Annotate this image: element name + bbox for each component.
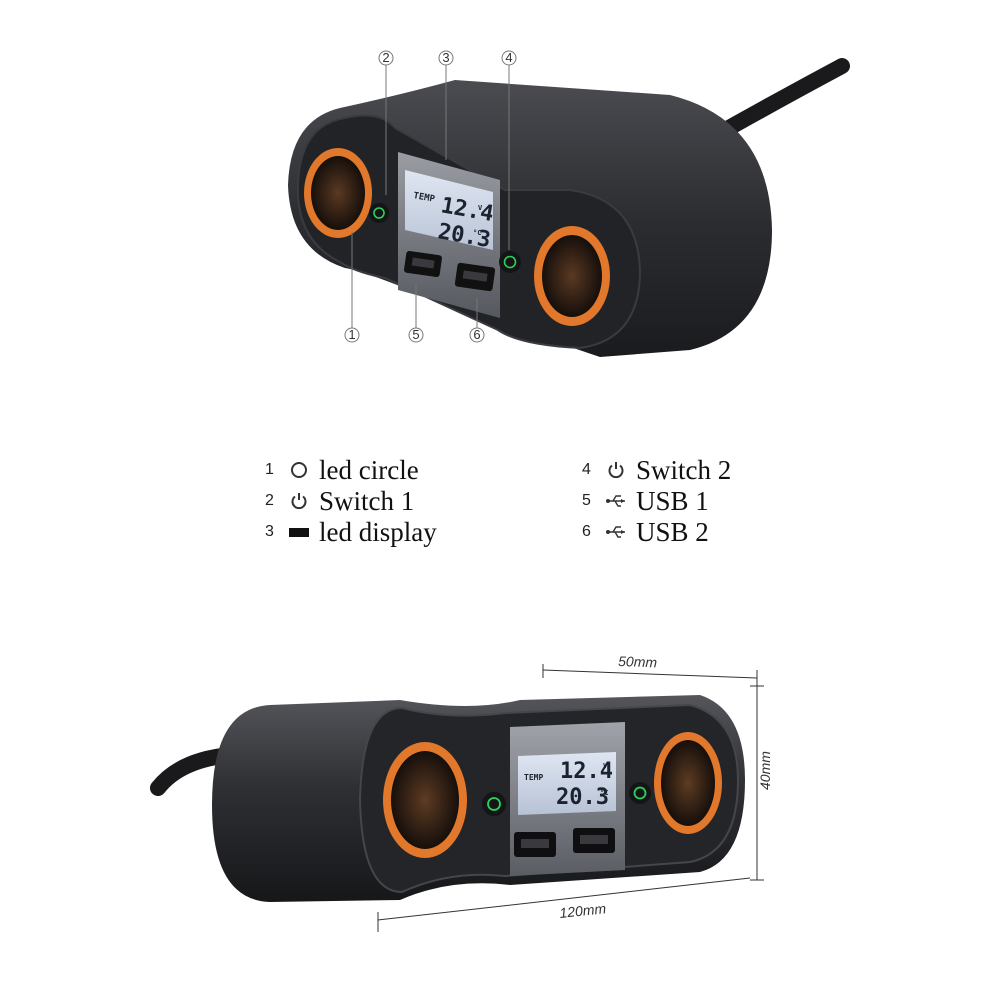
lcd-voltage: 12.4 — [560, 759, 613, 784]
top-product-photo: TEMP 12.4 V 20.3 °C — [288, 50, 850, 357]
lcd-temperature-unit: °C — [473, 229, 481, 237]
switch-2 — [499, 251, 521, 273]
legend-label: USB 2 — [636, 516, 709, 547]
legend-item-usb-1: 5 USB 1 — [582, 486, 709, 516]
lcd-temperature-unit: °C — [600, 789, 608, 797]
legend-num: 6 — [582, 523, 591, 540]
dimension-length: 120mm — [559, 900, 607, 921]
usb-port-2 — [573, 828, 615, 853]
dimension-depth: 50mm — [618, 653, 658, 670]
legend-label: led display — [319, 516, 437, 547]
legend-item-usb-2: 6 USB 2 — [582, 517, 709, 547]
legend-item-switch-1: 2 Switch 1 — [265, 486, 414, 516]
callout-6: 6 — [473, 327, 480, 342]
legend-label: led circle — [319, 454, 419, 485]
lcd-voltage-unit: V — [603, 762, 608, 770]
rectangle-icon — [287, 520, 311, 544]
switch-2 — [629, 782, 651, 804]
led-display: TEMP 12.4 V 20.3 °C — [398, 152, 500, 318]
right-socket — [654, 732, 722, 834]
dimension-lines — [377, 664, 764, 932]
legend-num: 2 — [265, 492, 274, 509]
usb-port-1 — [514, 832, 556, 857]
legend-item-led-display: 3 led display — [265, 517, 437, 547]
lcd-voltage-unit: V — [478, 204, 483, 212]
power-icon — [604, 458, 628, 482]
lcd-battery-label: TEMP — [412, 191, 436, 205]
feature-legend: 1 led circle 2 Switch 1 3 led display 4 … — [0, 452, 1000, 552]
power-icon — [287, 489, 311, 513]
legend-item-led-circle: 1 led circle — [265, 455, 419, 485]
left-socket — [304, 148, 372, 238]
led-display: TEMP 12.4 V 20.3 °C — [510, 722, 625, 876]
left-socket — [383, 742, 467, 858]
legend-label: Switch 1 — [319, 485, 415, 516]
bottom-product-photo: TEMP 12.4 V 20.3 °C — [150, 653, 773, 932]
callouts — [344, 50, 517, 343]
legend-label: Switch 2 — [636, 454, 732, 485]
usb-icon — [604, 489, 628, 513]
usb-icon — [604, 520, 628, 544]
usb-port-2 — [454, 262, 496, 292]
switch-1 — [482, 792, 506, 816]
callout-2: 2 — [382, 50, 389, 65]
callout-3: 3 — [442, 50, 449, 65]
dimension-height: 40mm — [757, 751, 773, 790]
circle-icon — [287, 458, 311, 482]
usb-port-1 — [404, 250, 442, 278]
legend-label: USB 1 — [636, 485, 709, 516]
lcd-temperature: 20.3 — [556, 785, 609, 810]
right-socket — [534, 226, 610, 326]
legend-num: 1 — [265, 461, 274, 478]
legend-num: 3 — [265, 523, 274, 540]
legend-item-switch-2: 4 Switch 2 — [582, 455, 731, 485]
callout-5: 5 — [412, 327, 419, 342]
legend-num: 4 — [582, 461, 591, 478]
switch-1 — [369, 203, 389, 223]
callout-1: 1 — [348, 327, 355, 342]
legend-num: 5 — [582, 492, 591, 509]
lcd-battery-label: TEMP — [524, 773, 543, 782]
callout-4: 4 — [505, 50, 512, 65]
